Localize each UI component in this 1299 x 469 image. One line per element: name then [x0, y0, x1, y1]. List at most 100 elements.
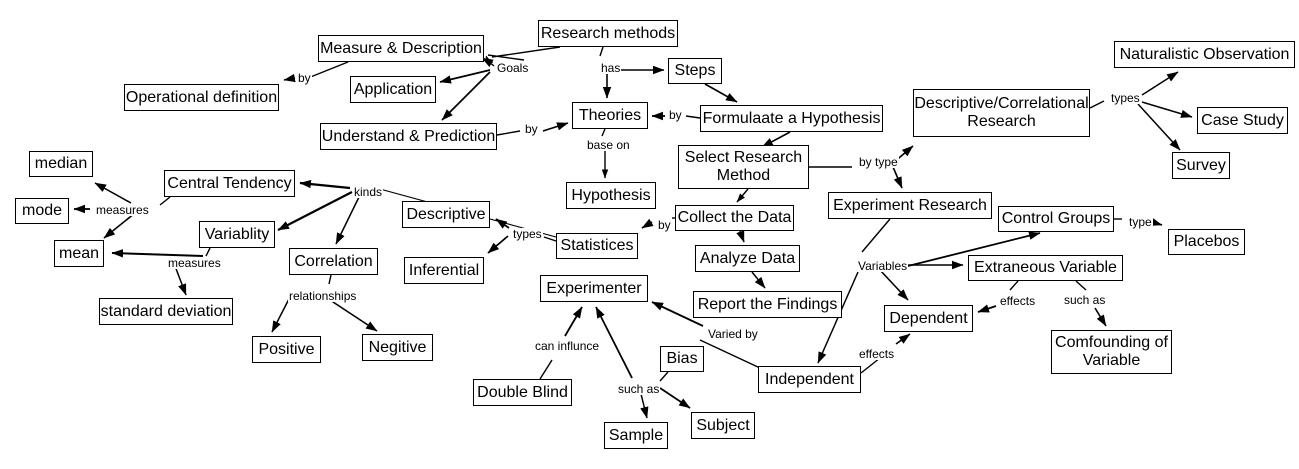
edge-extraneous-suchas	[1075, 280, 1087, 291]
node-sample[interactable]: Sample	[604, 422, 668, 449]
node-mean[interactable]: mean	[54, 240, 104, 267]
edge-bias-suchas	[659, 371, 669, 382]
edge-theories-baseon	[601, 128, 606, 137]
node-select_research_method[interactable]: Select Research Method	[678, 145, 809, 189]
edge-effects-dependent	[977, 304, 997, 313]
node-placebos[interactable]: Placebos	[1168, 229, 1245, 255]
node-correlation[interactable]: Correlation	[289, 248, 378, 275]
node-naturalistic_observation[interactable]: Naturalistic Observation	[1114, 41, 1295, 68]
edge-label-measures_upper: measures	[95, 203, 150, 217]
edge-label-relationships: relationships	[288, 289, 358, 303]
edge-suchas-comfounding	[1094, 307, 1107, 327]
node-mode[interactable]: mode	[15, 198, 69, 224]
edge-caninflunce-experimenter	[564, 306, 583, 337]
node-formulate_hypothesis[interactable]: Formulaate a Hypothesis	[700, 105, 883, 132]
edge-label-has: has	[600, 61, 622, 75]
node-positive[interactable]: Positive	[252, 336, 321, 363]
edge-goals-understand	[441, 71, 491, 121]
edge-goals-stub	[487, 54, 525, 61]
node-measure_description[interactable]: Measure & Description	[318, 35, 484, 62]
edge-kinds-variablity	[277, 191, 353, 231]
edge-label-such_as_comfounding: such as	[1063, 293, 1107, 307]
edge-types-case	[1141, 101, 1193, 118]
node-research_methods[interactable]: Research methods	[538, 20, 678, 47]
edge-desc-types	[1089, 100, 1105, 109]
edge-steps-formulate	[704, 83, 738, 103]
edge-kinds-correlation	[335, 194, 361, 245]
edge-doubleblind-caninflunce	[539, 359, 553, 380]
node-inferential[interactable]: Inferential	[404, 257, 484, 284]
edge-measures-mean	[103, 212, 136, 239]
edge-research-goals	[491, 46, 561, 58]
edge-label-by_operational: by	[297, 71, 312, 85]
edge-types-inferential	[487, 235, 509, 254]
node-central_tendency[interactable]: Central Tendency	[164, 170, 295, 197]
node-dependent[interactable]: Dependent	[884, 305, 973, 332]
node-theories[interactable]: Theories	[572, 102, 648, 129]
edge-understand-by	[496, 130, 521, 136]
node-case_study[interactable]: Case Study	[1197, 107, 1288, 134]
edge-formulate-by	[685, 115, 701, 119]
node-variablity[interactable]: Variablity	[199, 221, 275, 248]
edge-independent-effects	[860, 357, 881, 374]
edge-label-kinds: kinds	[353, 185, 384, 199]
edge-label-by_understand: by	[524, 122, 539, 136]
edge-label-type_control: type	[1128, 215, 1153, 229]
node-standard_deviation[interactable]: standard deviation	[99, 298, 233, 325]
edge-label-effects_variables_dependent: effects	[858, 347, 896, 361]
node-control_groups[interactable]: Control Groups	[998, 206, 1114, 232]
node-extraneous_variable[interactable]: Extraneous Variable	[968, 255, 1123, 281]
edge-by-operational	[283, 73, 296, 83]
node-operational_definition[interactable]: Operational definition	[124, 84, 279, 111]
node-comfounding_variable[interactable]: Comfounding of Variable	[1051, 330, 1172, 374]
edge-select-collect	[736, 188, 749, 203]
node-median[interactable]: median	[29, 151, 93, 177]
node-understand_prediction[interactable]: Understand & Prediction	[320, 123, 497, 150]
node-analyze_data[interactable]: Analyze Data	[695, 245, 800, 272]
node-descriptive[interactable]: Descriptive	[402, 201, 490, 228]
edge-by-theories	[542, 122, 569, 132]
edge-extraneous-effects	[1009, 280, 1019, 291]
edge-central-measures	[159, 196, 171, 206]
edge-label-such_as_bias: such as	[617, 382, 661, 396]
node-double_blind[interactable]: Double Blind	[473, 379, 572, 406]
edge-label-can_influnce: can influnce	[534, 339, 601, 353]
edge-variablity-measures	[205, 247, 211, 257]
edge-relationships-positive	[271, 296, 291, 333]
edge-label-types_statistices: types	[512, 227, 543, 241]
edge-measures-mean2	[111, 249, 204, 258]
node-experiment_research[interactable]: Experiment Research	[828, 192, 992, 219]
edge-measures-median	[94, 182, 132, 204]
edge-bytype-exp	[892, 166, 903, 189]
edge-analyze-report	[751, 271, 766, 289]
edge-label-by_type: by type	[858, 155, 899, 169]
node-subject[interactable]: Subject	[691, 412, 755, 439]
edge-types-survey	[1137, 103, 1181, 151]
edge-label-goals: Goals	[496, 61, 530, 75]
node-statistices[interactable]: Statistices	[556, 233, 638, 259]
edge-label-varied_by: Varied by	[707, 327, 759, 341]
node-application[interactable]: Application	[350, 76, 436, 103]
edge-label-base_on: base on	[586, 138, 631, 152]
node-negitive[interactable]: Negitive	[362, 334, 433, 361]
edge-effects-dependent2	[895, 333, 911, 345]
edge-exp-variables	[861, 218, 891, 253]
node-experimenter[interactable]: Experimenter	[540, 275, 648, 302]
node-survey[interactable]: Survey	[1172, 152, 1230, 179]
edge-independent-variedby	[699, 339, 761, 369]
edge-suchas-subject	[659, 387, 691, 409]
node-descriptive_correlational[interactable]: Descriptive/Correlational Research	[913, 89, 1090, 137]
edge-statistices-types	[543, 236, 557, 242]
edge-label-by_statistices: by	[657, 218, 672, 232]
node-independent[interactable]: Independent	[758, 366, 861, 393]
edge-variables-control	[899, 231, 1041, 269]
node-bias[interactable]: Bias	[660, 346, 704, 372]
node-collect_the_data[interactable]: Collect the Data	[675, 205, 794, 231]
edge-variedby-experimenter	[651, 301, 704, 327]
edge-type-placebos	[1150, 217, 1163, 226]
node-report_the_findings[interactable]: Report the Findings	[693, 291, 842, 318]
node-hypothesis[interactable]: Hypothesis	[566, 182, 656, 209]
node-steps[interactable]: Steps	[668, 58, 722, 84]
